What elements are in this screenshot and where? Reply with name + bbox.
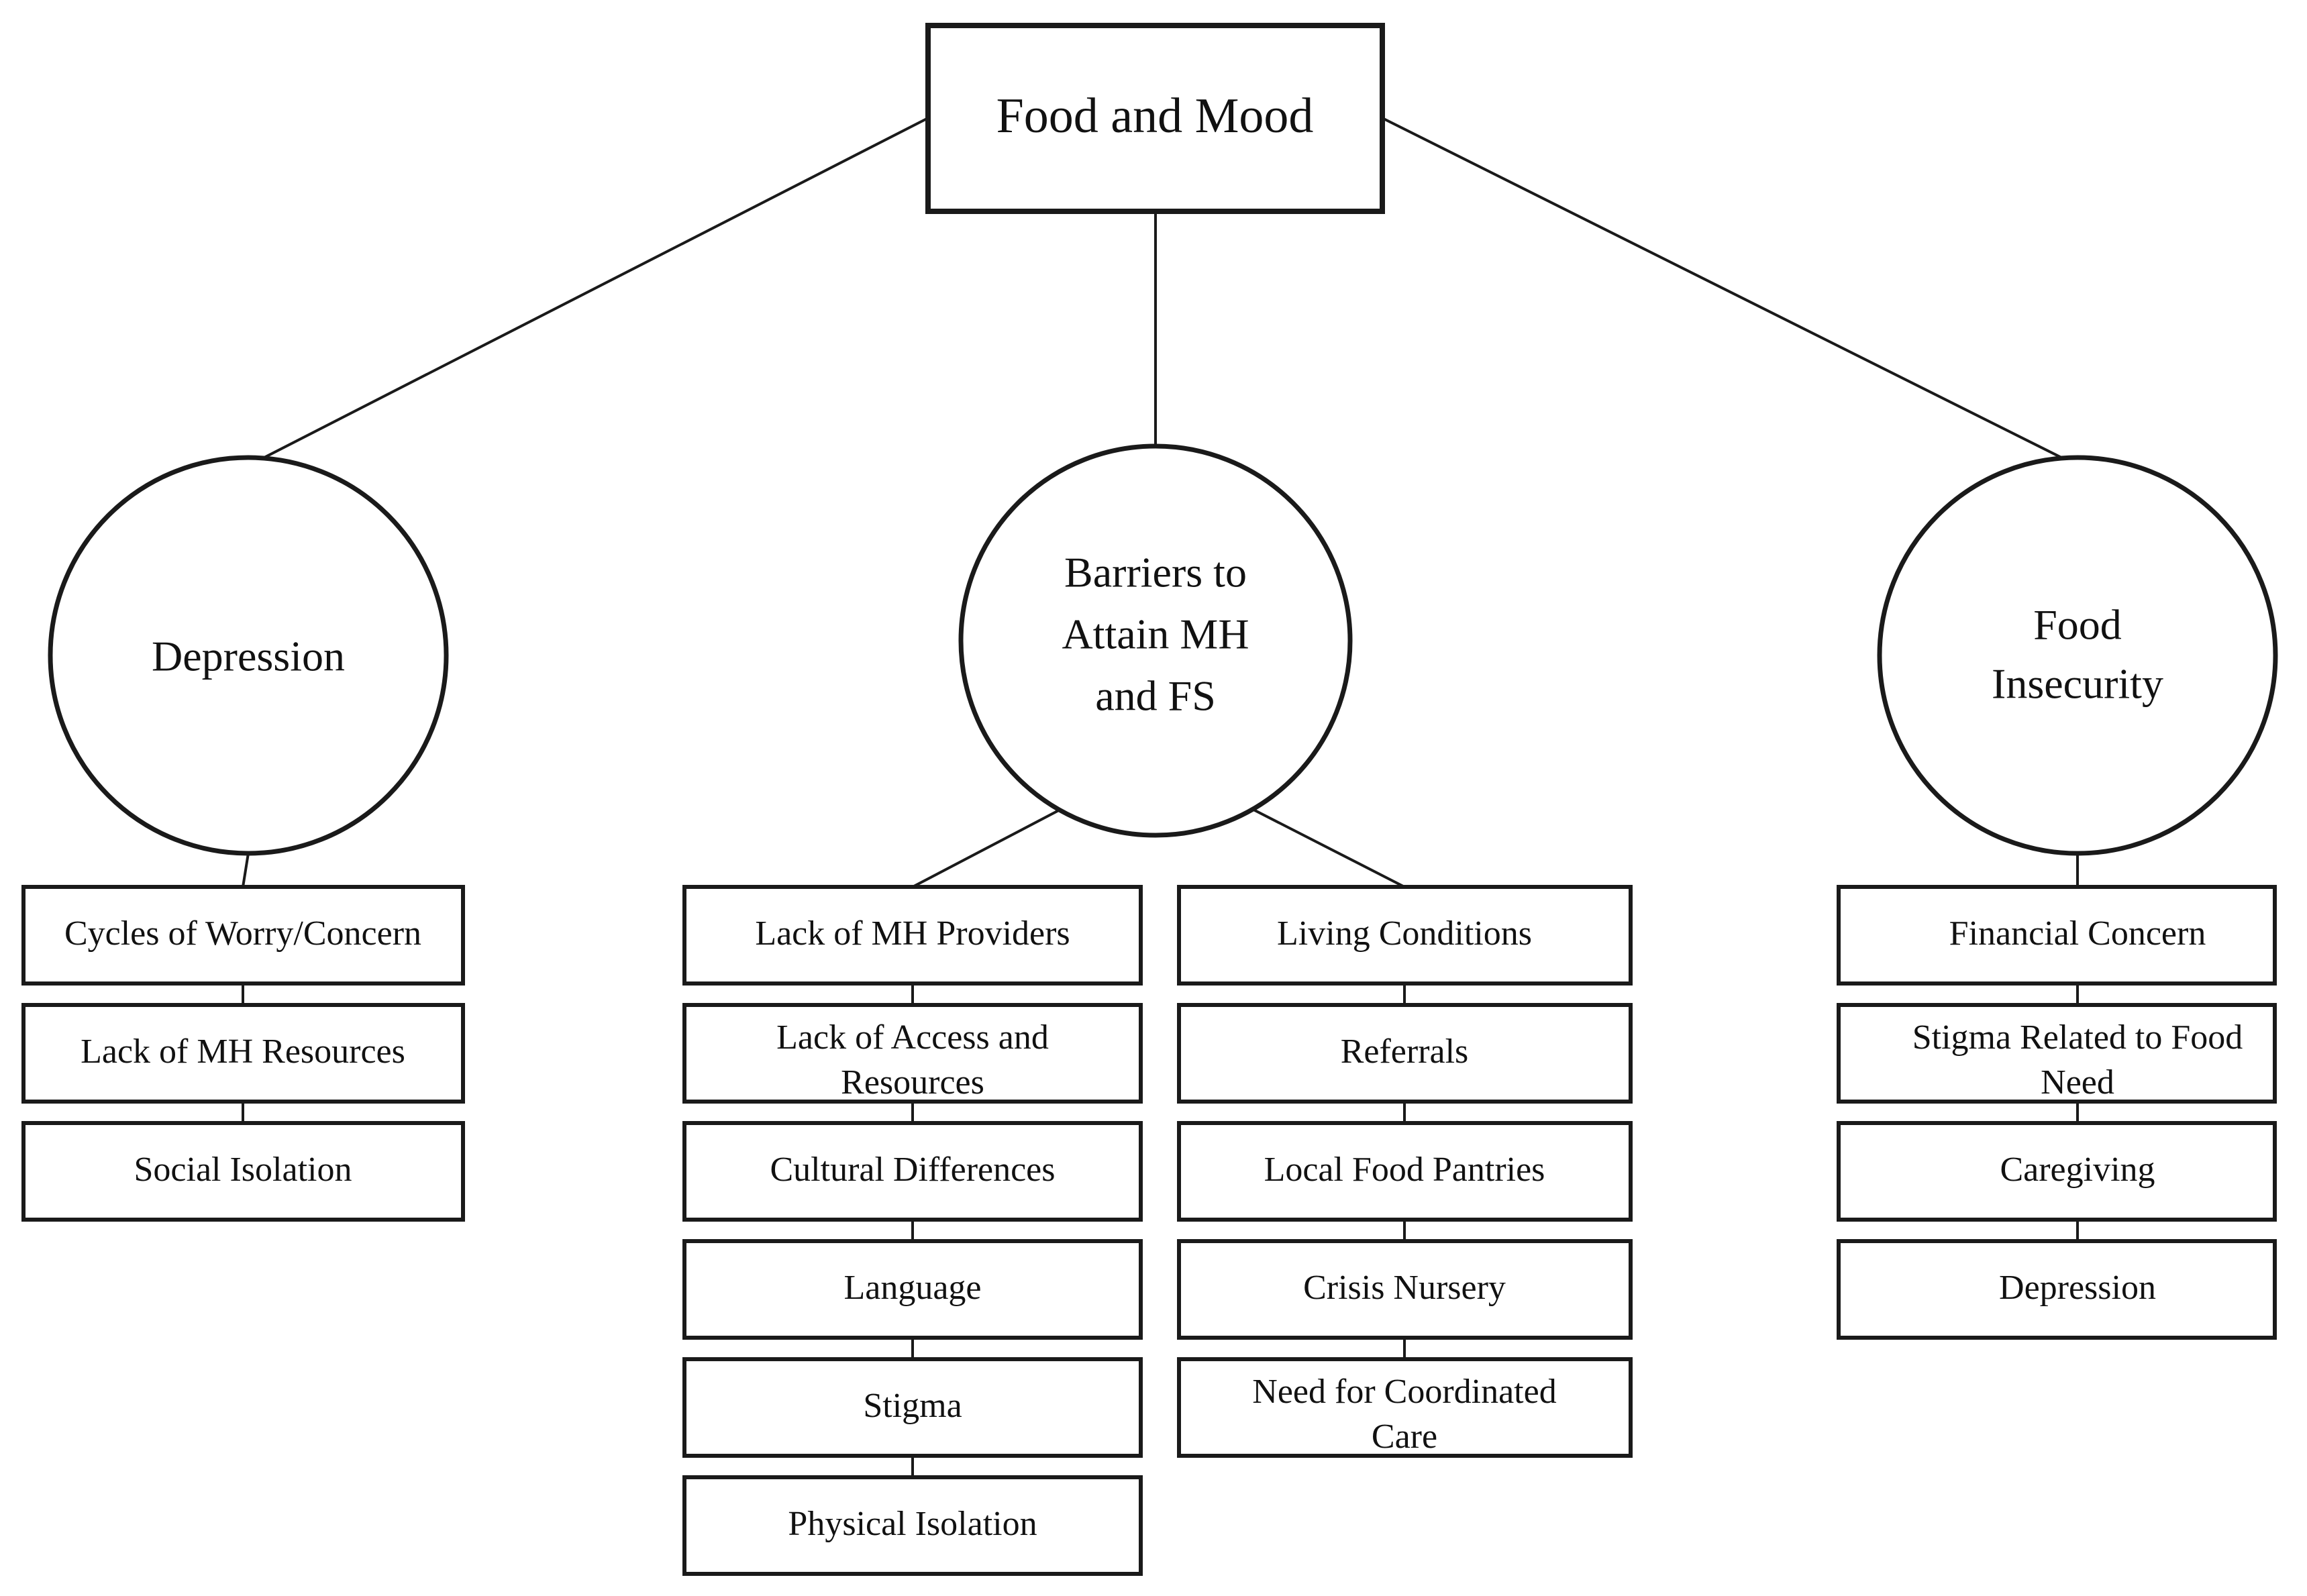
food-insecurity-circle-label-line2: Insecurity xyxy=(1992,660,2163,708)
c4-box-2-label-line1: Stigma Related to Food xyxy=(1912,1018,2243,1057)
c2-box-1[interactable] xyxy=(682,885,1143,986)
depression-circle[interactable] xyxy=(48,455,449,856)
connector-root-to-depression xyxy=(253,117,929,464)
c3-box-3-label: Local Food Pantries xyxy=(1264,1151,1545,1189)
c3-box-2[interactable] xyxy=(1177,1003,1633,1104)
c4-box-4[interactable] xyxy=(1837,1239,2277,1340)
c2-box-2[interactable] xyxy=(682,1003,1143,1104)
food-insecurity-circle[interactable] xyxy=(1877,455,2278,856)
c3-box-5[interactable] xyxy=(1177,1357,1633,1458)
c4-box-2-label-line2: Need xyxy=(2041,1063,2114,1102)
node-c4-box-2[interactable]: Stigma Related to Food Need xyxy=(1837,1003,2277,1104)
node-c1-box-2[interactable]: Lack of MH Resources xyxy=(21,1003,465,1104)
node-c4-box-3[interactable]: Caregiving xyxy=(1837,1121,2277,1222)
barriers-circle-label-line1: Barriers to xyxy=(1064,549,1247,596)
c2-box-4-label: Language xyxy=(843,1269,981,1307)
barriers-circle-label-line3: and FS xyxy=(1095,672,1216,720)
node-c2-box-4[interactable]: Language xyxy=(682,1239,1143,1340)
connector-barriers-to-column3 xyxy=(1231,797,1405,888)
node-c3-box-4[interactable]: Crisis Nursery xyxy=(1177,1239,1633,1340)
c2-box-4[interactable] xyxy=(682,1239,1143,1340)
node-c3-box-2[interactable]: Referrals xyxy=(1177,1003,1633,1104)
column-depression-items: Cycles of Worry/Concern Lack of MH Resou… xyxy=(21,885,465,1222)
c2-box-5[interactable] xyxy=(682,1357,1143,1458)
c1-box-1-label: Cycles of Worry/Concern xyxy=(64,914,421,953)
column-food-insecurity-items: Financial Concern Stigma Related to Food… xyxy=(1837,885,2277,1340)
c3-box-5-label-line2: Care xyxy=(1372,1418,1437,1456)
node-c2-box-6[interactable]: Physical Isolation xyxy=(682,1475,1143,1576)
c2-box-2-label-line1: Lack of Access and xyxy=(776,1018,1049,1057)
column-barriers-right-items: Living Conditions Referrals Local Food P… xyxy=(1177,885,1633,1458)
connector-root-to-food-insecurity xyxy=(1382,117,2073,464)
c3-box-2-label: Referrals xyxy=(1341,1032,1469,1071)
c1-box-3[interactable] xyxy=(21,1121,465,1222)
c3-box-4[interactable] xyxy=(1177,1239,1633,1340)
node-barriers-circle[interactable]: Barriers to Attain MH and FS xyxy=(958,443,1353,838)
c1-box-2[interactable] xyxy=(21,1003,465,1104)
node-c2-box-3[interactable]: Cultural Differences xyxy=(682,1121,1143,1222)
node-c4-box-4[interactable]: Depression xyxy=(1837,1239,2277,1340)
connector-group-circles xyxy=(242,797,2079,888)
node-c2-box-1[interactable]: Lack of MH Providers xyxy=(682,885,1143,986)
barriers-circle-label-line2: Attain MH xyxy=(1062,610,1249,658)
c3-box-3[interactable] xyxy=(1177,1121,1633,1222)
c1-box-3-label: Social Isolation xyxy=(134,1151,352,1189)
connector-depression-to-column1 xyxy=(242,853,250,888)
c2-box-3-label: Cultural Differences xyxy=(770,1151,1056,1189)
c3-box-1-label: Living Conditions xyxy=(1277,914,1532,953)
connector-group-root xyxy=(253,117,2073,464)
node-c1-box-3[interactable]: Social Isolation xyxy=(21,1121,465,1222)
connector-barriers-to-column2 xyxy=(912,797,1082,888)
c4-box-4-label: Depression xyxy=(1999,1269,2156,1307)
column-barriers-left-items: Lack of MH Providers Lack of Access and … xyxy=(682,885,1143,1576)
c1-box-2-label: Lack of MH Resources xyxy=(81,1032,405,1071)
c4-box-3[interactable] xyxy=(1837,1121,2277,1222)
node-c2-box-5[interactable]: Stigma xyxy=(682,1357,1143,1458)
c2-box-1-label: Lack of MH Providers xyxy=(755,914,1070,953)
food-insecurity-circle-label-line1: Food xyxy=(2033,601,2122,649)
node-food-and-mood[interactable]: Food and Mood xyxy=(925,23,1385,214)
c4-box-2[interactable] xyxy=(1837,1003,2277,1104)
c2-box-3[interactable] xyxy=(682,1121,1143,1222)
c4-box-3-label: Caregiving xyxy=(2000,1151,2155,1189)
c4-box-1[interactable] xyxy=(1837,885,2277,986)
node-c3-box-1[interactable]: Living Conditions xyxy=(1177,885,1633,986)
root-box[interactable] xyxy=(925,23,1385,214)
c2-box-2-label-line2: Resources xyxy=(841,1063,984,1102)
c2-box-6-label: Physical Isolation xyxy=(788,1505,1037,1543)
node-c4-box-1[interactable]: Financial Concern xyxy=(1837,885,2277,986)
node-c1-box-1[interactable]: Cycles of Worry/Concern xyxy=(21,885,465,986)
c3-box-5-label-line1: Need for Coordinated xyxy=(1252,1373,1556,1411)
c1-box-1[interactable] xyxy=(21,885,465,986)
node-food-insecurity-circle[interactable]: Food Insecurity xyxy=(1877,455,2278,856)
c2-box-6[interactable] xyxy=(682,1475,1143,1576)
c3-box-4-label: Crisis Nursery xyxy=(1303,1269,1506,1307)
node-depression-circle[interactable]: Depression xyxy=(48,455,449,856)
root-label: Food and Mood xyxy=(996,89,1314,144)
c4-box-1-label: Financial Concern xyxy=(1949,914,2206,953)
depression-circle-label: Depression xyxy=(152,633,345,680)
c2-box-5-label: Stigma xyxy=(863,1387,962,1425)
node-c2-box-2[interactable]: Lack of Access and Resources xyxy=(682,1003,1143,1104)
node-c3-box-5[interactable]: Need for Coordinated Care xyxy=(1177,1357,1633,1458)
c3-box-1[interactable] xyxy=(1177,885,1633,986)
node-c3-box-3[interactable]: Local Food Pantries xyxy=(1177,1121,1633,1222)
barriers-circle[interactable] xyxy=(958,443,1353,838)
